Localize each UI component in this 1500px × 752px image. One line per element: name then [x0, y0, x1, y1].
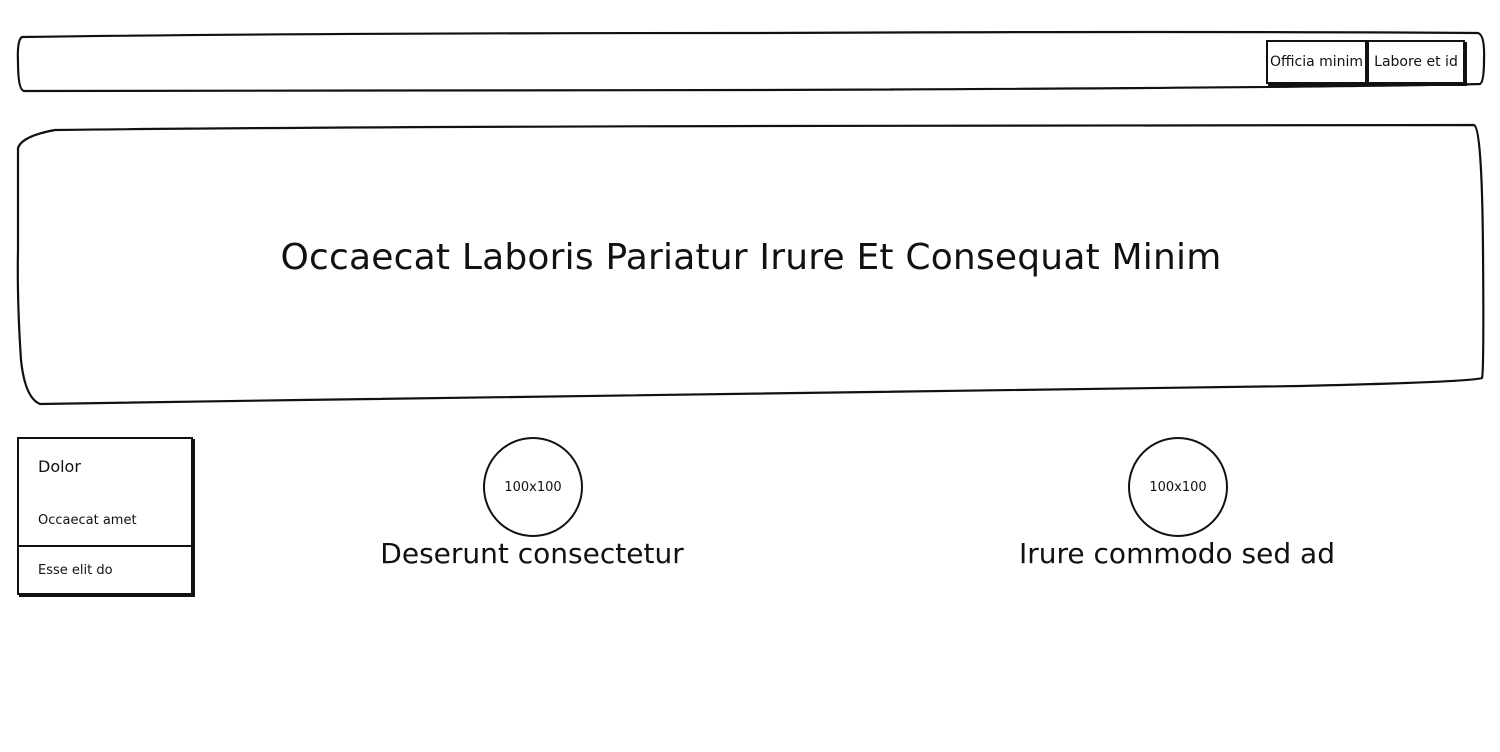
image-placeholder-label: 100x100: [504, 479, 562, 495]
topbar-outline: [16, 30, 1486, 93]
image-placeholder-label: 100x100: [1149, 479, 1207, 495]
card-caption: Irure commodo sed ad: [1019, 537, 1335, 570]
hero-outline: [16, 123, 1485, 406]
side-menu-title: Dolor: [38, 457, 81, 476]
side-menu: Dolor Occaecat amet Esse elit do: [17, 437, 193, 595]
image-placeholder: 100x100: [483, 437, 583, 537]
feature-card: 100x100 Deserunt consectetur: [372, 437, 692, 577]
side-menu-item-occaecat-amet[interactable]: Occaecat amet: [38, 513, 137, 528]
side-menu-divider: [19, 545, 191, 547]
image-placeholder: 100x100: [1128, 437, 1228, 537]
top-navbar: Officia minim Labore et id: [17, 32, 1485, 92]
feature-card: 100x100 Irure commodo sed ad: [1017, 437, 1337, 577]
hero-title: Occaecat Laboris Pariatur Irure Et Conse…: [280, 236, 1222, 278]
side-menu-item-esse-elit-do[interactable]: Esse elit do: [38, 563, 113, 578]
card-caption: Deserunt consectetur: [380, 537, 684, 570]
officia-minim-button[interactable]: Officia minim: [1266, 40, 1367, 84]
labore-et-id-button[interactable]: Labore et id: [1367, 40, 1465, 84]
hero-banner: Occaecat Laboris Pariatur Irure Et Conse…: [17, 125, 1485, 405]
